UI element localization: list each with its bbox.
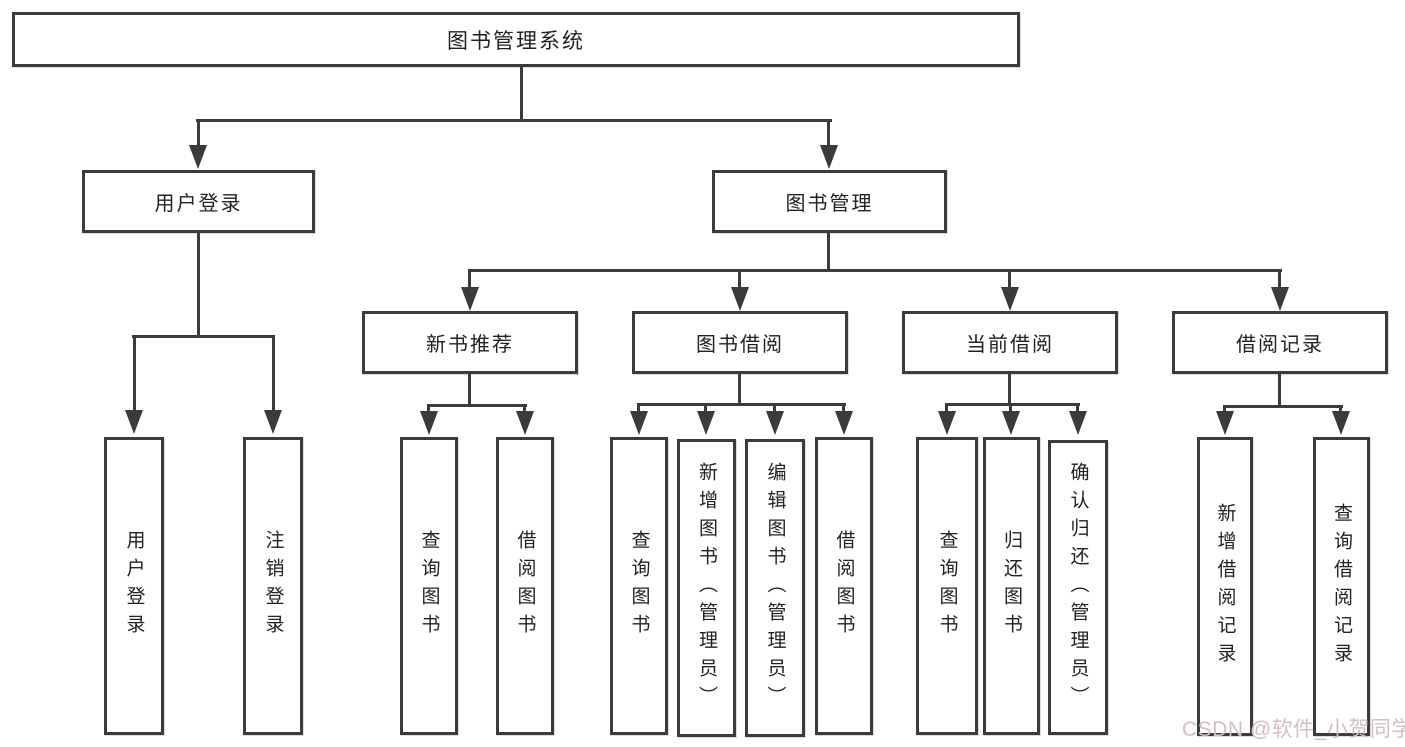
node-book-borrow-label: 图书借阅	[696, 334, 784, 356]
node-user-login: 用户登录	[82, 170, 315, 233]
connector-borrow-stem	[738, 372, 741, 406]
leaf-confirm-return-admin-label: 确认归还（管理员）	[1067, 461, 1089, 714]
connector-drop	[637, 403, 640, 413]
arrow-down-icon	[461, 287, 479, 311]
arrow-down-icon	[835, 411, 853, 435]
arrow-down-icon	[1002, 411, 1020, 435]
node-user-login-label: 用户登录	[154, 193, 243, 215]
leaf-confirm-return-admin: 确认归还（管理员）	[1048, 440, 1108, 735]
connector-drop	[523, 404, 526, 413]
connector-login-stem	[197, 231, 200, 337]
arrow-down-icon	[938, 411, 956, 435]
connector-root-stem	[520, 64, 523, 122]
node-current-borrow-label: 当前借阅	[966, 334, 1054, 356]
arrow-down-icon	[731, 287, 749, 311]
node-current-borrow: 当前借阅	[902, 311, 1118, 374]
leaf-return-books-label: 归还图书	[1001, 530, 1022, 642]
connector-drop	[704, 403, 707, 413]
arrow-down-icon	[420, 411, 438, 435]
leaf-query-borrow-record-label: 查询借阅记录	[1331, 502, 1352, 671]
connector-mgmt-stem	[827, 231, 830, 272]
connector-borrow-bus	[637, 403, 846, 406]
connector-drop	[738, 269, 741, 289]
connector-drop	[945, 403, 948, 413]
leaf-logout: 注销登录	[243, 437, 303, 735]
connector-root-bus	[196, 119, 832, 122]
leaf-user-login: 用户登录	[104, 437, 164, 735]
leaf-edit-books-admin-label: 编辑图书（管理员）	[764, 462, 786, 714]
connector-records-bus	[1223, 405, 1343, 408]
leaf-query-borrow-record: 查询借阅记录	[1313, 437, 1370, 736]
leaf-add-borrow-record-label: 新增借阅记录	[1214, 502, 1236, 671]
leaf-return-books: 归还图书	[983, 437, 1040, 735]
connector-drop	[197, 119, 200, 148]
leaf-query-books-current: 查询图书	[916, 437, 978, 735]
node-book-management-label: 图书管理	[785, 193, 874, 215]
connector-mgmt-bus	[468, 269, 1282, 272]
node-library-system: 图书管理系统	[12, 12, 1020, 67]
leaf-query-books-recommend: 查询图书	[400, 437, 458, 735]
leaf-borrow-books-label: 借阅图书	[833, 530, 855, 642]
leaf-add-books-admin: 新增图书（管理员）	[677, 439, 736, 737]
arrow-down-icon	[1001, 287, 1019, 311]
leaf-borrow-books: 借阅图书	[815, 437, 873, 735]
connector-newbook-stem	[468, 372, 471, 407]
connector-drop	[1339, 405, 1342, 413]
leaf-borrow-books-recommend-label: 借阅图书	[514, 530, 536, 642]
connector-drop	[1008, 269, 1011, 289]
arrow-down-icon	[125, 410, 143, 434]
arrow-down-icon	[820, 145, 838, 169]
leaf-add-borrow-record: 新增借阅记录	[1197, 437, 1253, 736]
connector-drop	[1009, 403, 1012, 413]
leaf-borrow-books-recommend: 借阅图书	[496, 437, 554, 735]
connector-drop	[427, 404, 430, 413]
arrow-down-icon	[1069, 411, 1087, 435]
csdn-watermark: CSDN @软件_小贺同学	[1182, 718, 1405, 741]
node-borrow-records-label: 借阅记录	[1236, 334, 1324, 356]
node-borrow-records: 借阅记录	[1172, 311, 1388, 374]
connector-drop	[1223, 405, 1226, 413]
node-new-book-recommend: 新书推荐	[362, 311, 578, 374]
leaf-logout-label: 注销登录	[262, 530, 284, 642]
arrow-down-icon	[1216, 411, 1234, 435]
arrow-down-icon	[1332, 411, 1350, 435]
arrow-down-icon	[630, 411, 648, 435]
connector-newbook-bus	[427, 404, 527, 407]
arrow-down-icon	[189, 145, 207, 169]
leaf-query-books-recommend-label: 查询图书	[418, 530, 440, 642]
connector-current-bus	[945, 403, 1080, 406]
arrow-down-icon	[766, 411, 784, 435]
connector-drop	[1278, 269, 1281, 289]
connector-drop	[272, 335, 275, 411]
connector-drop	[842, 403, 845, 413]
connector-drop	[827, 119, 830, 148]
connector-drop	[1076, 403, 1079, 413]
arrow-down-icon	[1271, 287, 1289, 311]
leaf-edit-books-admin: 编辑图书（管理员）	[745, 439, 805, 737]
connector-drop	[468, 269, 471, 289]
leaf-add-books-admin-label: 新增图书（管理员）	[696, 462, 717, 714]
arrow-down-icon	[697, 411, 715, 435]
arrow-down-icon	[516, 411, 534, 435]
node-library-system-label: 图书管理系统	[447, 29, 585, 53]
connector-current-stem	[1008, 372, 1011, 406]
connector-login-bus	[132, 335, 275, 338]
leaf-query-books-current-label: 查询图书	[936, 530, 958, 642]
leaf-user-login-label: 用户登录	[123, 530, 145, 642]
node-new-book-recommend-label: 新书推荐	[426, 334, 514, 356]
connector-drop	[133, 335, 136, 411]
arrow-down-icon	[264, 410, 282, 434]
leaf-query-books-borrow: 查询图书	[610, 437, 668, 735]
node-book-management: 图书管理	[712, 170, 947, 233]
connector-records-stem	[1278, 372, 1281, 408]
connector-drop	[773, 403, 776, 413]
node-book-borrow: 图书借阅	[632, 311, 848, 374]
leaf-query-books-borrow-label: 查询图书	[628, 530, 650, 642]
